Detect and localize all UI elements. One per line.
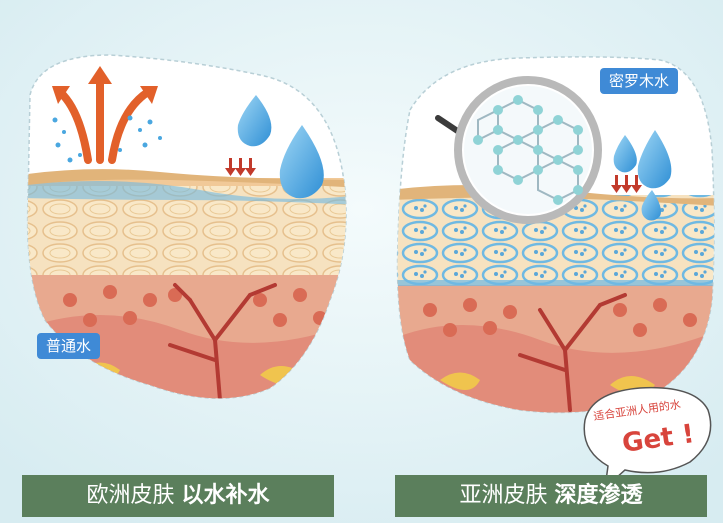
water-drop-icon bbox=[613, 135, 637, 173]
down-arrows-icon bbox=[611, 175, 642, 193]
magnifier-icon bbox=[435, 76, 602, 224]
water-drop-icon bbox=[637, 130, 672, 189]
tag-normal-water: 普通水 bbox=[37, 333, 101, 359]
evaporation-arrows-icon bbox=[56, 74, 152, 164]
banner-right: 亚洲皮肤 深度渗透 bbox=[395, 475, 707, 517]
water-drop-icon bbox=[237, 95, 272, 147]
water-drop-icon bbox=[641, 190, 661, 221]
callout-bubble bbox=[583, 386, 712, 490]
banner-right-bold: 深度渗透 bbox=[554, 483, 643, 508]
right-skin-panel bbox=[396, 56, 715, 414]
banner-right-normal: 亚洲皮肤 bbox=[459, 483, 555, 508]
down-arrows-icon bbox=[225, 158, 256, 176]
tag-miluomu-water: 密罗木水 bbox=[600, 68, 679, 94]
banner-left-normal: 欧洲皮肤 bbox=[86, 483, 182, 508]
water-drop-icon bbox=[279, 125, 324, 199]
banner-left-bold: 以水补水 bbox=[181, 483, 270, 508]
banner-left: 欧洲皮肤 以水补水 bbox=[22, 475, 334, 517]
